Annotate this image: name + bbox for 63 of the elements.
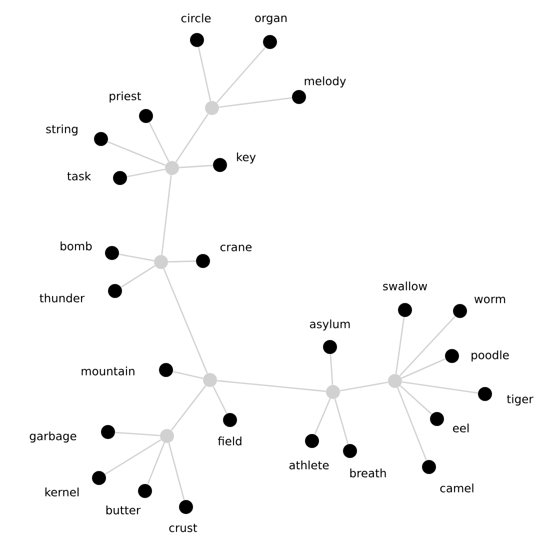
- dot-label: task: [67, 172, 92, 180]
- dot-label: kernel: [45, 488, 79, 496]
- branch-dot: [205, 101, 219, 115]
- dot-label: field: [218, 436, 242, 446]
- dot-label: breath: [350, 468, 386, 478]
- branch-line: [147, 442, 165, 485]
- dot-label: worm: [474, 296, 506, 304]
- branch-line: [161, 175, 172, 255]
- branch-line: [115, 432, 160, 436]
- dot-label: melody: [304, 76, 346, 88]
- branch-line: [168, 442, 185, 500]
- dot-label: organ: [255, 16, 287, 24]
- branch-line: [340, 382, 388, 392]
- branch-line: [168, 260, 196, 262]
- branch-dot: [154, 255, 168, 269]
- branch-line: [172, 370, 204, 380]
- dot-label: garbage: [30, 431, 76, 443]
- dot-label: eel: [453, 424, 469, 432]
- branch-line: [217, 380, 326, 392]
- branch-line: [148, 122, 170, 162]
- dot-label: mountain: [82, 366, 134, 376]
- dot-label: bomb: [60, 242, 92, 250]
- branch-line: [399, 316, 456, 376]
- dot-label: string: [46, 124, 78, 136]
- branch-line: [219, 97, 292, 108]
- branch-line: [401, 358, 446, 379]
- dot-label: circle: [181, 14, 211, 22]
- branch-line: [216, 46, 266, 104]
- dot-label: thunder: [40, 294, 85, 302]
- branch-line: [314, 398, 331, 435]
- branch-dot: [165, 161, 179, 175]
- branch-line: [170, 385, 206, 431]
- dot-label: camel: [440, 484, 474, 492]
- branch-line: [397, 387, 427, 461]
- dot-label: crust: [169, 524, 198, 532]
- dot-label: tiger: [506, 394, 534, 406]
- dot-label: asylum: [310, 319, 350, 331]
- branch-line: [175, 114, 209, 162]
- branch-dot: [388, 374, 402, 388]
- branch-line: [334, 398, 349, 444]
- branch-line: [395, 317, 405, 374]
- branch-line: [126, 168, 166, 178]
- dot-label: priest: [110, 91, 142, 103]
- dot-label: key: [237, 152, 256, 164]
- branch-dot: [326, 385, 340, 399]
- dot-label: poodle: [472, 350, 509, 362]
- branch-line: [120, 265, 156, 288]
- branch-line: [104, 439, 162, 475]
- branch-dot: [203, 373, 217, 387]
- branch-line: [400, 385, 432, 415]
- branch-line: [107, 141, 166, 166]
- dot-label: crane: [220, 244, 252, 252]
- branch-dot: [160, 429, 174, 443]
- branch-line: [212, 386, 228, 414]
- branch-line: [179, 164, 213, 168]
- dot-label: athlete: [289, 460, 329, 470]
- dot-label: butter: [106, 506, 141, 514]
- branch-line: [198, 46, 212, 102]
- dot-label: swallow: [383, 282, 428, 290]
- branch-line: [402, 381, 478, 394]
- branch-line: [118, 254, 154, 262]
- branch-line: [330, 354, 334, 385]
- branch-line: [163, 268, 208, 374]
